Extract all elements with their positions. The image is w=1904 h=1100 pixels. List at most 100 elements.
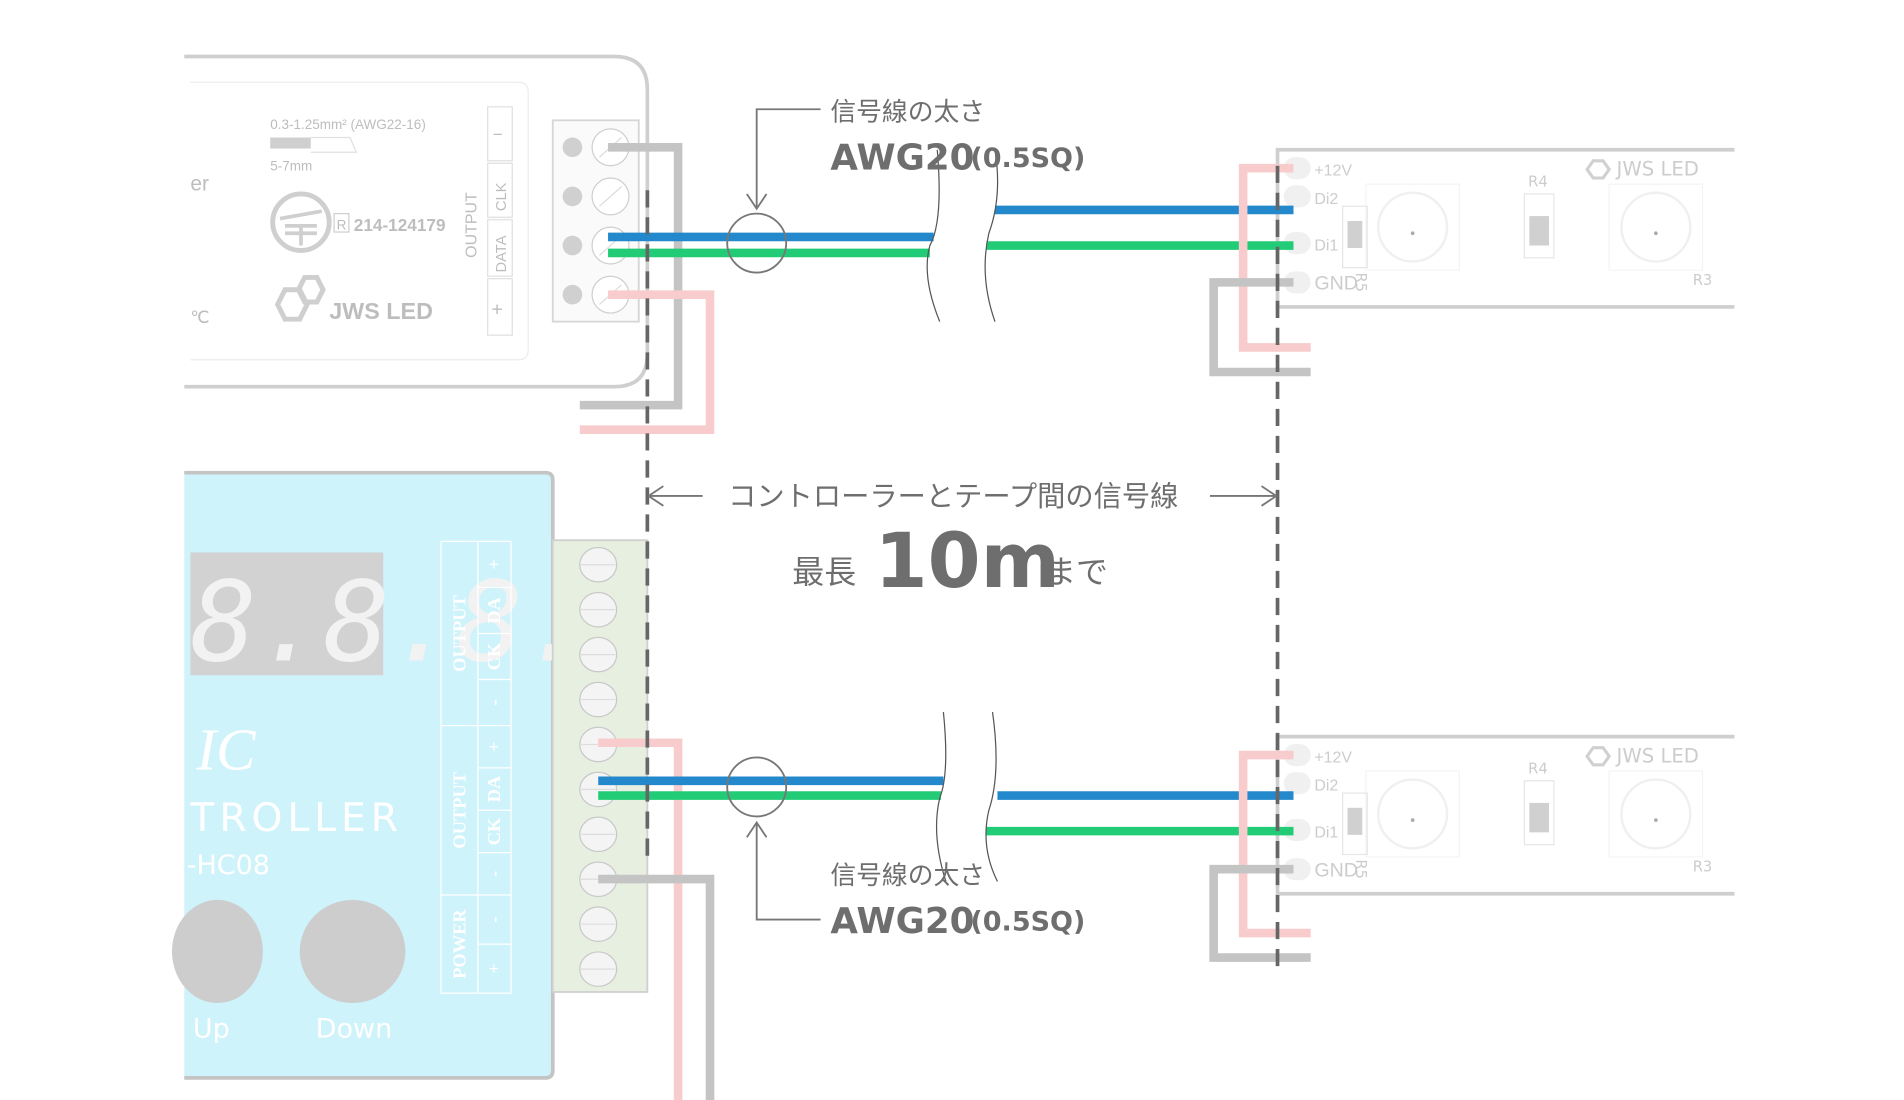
top-controller: er ℃ 0.3-1.25mm² (AWG22-16) 5-7mm R 214-… xyxy=(184,54,650,389)
ground-wire xyxy=(598,874,715,1100)
pin-label: CK xyxy=(484,642,504,670)
pad-label: Di2 xyxy=(1314,778,1338,795)
resistor-label: R4 xyxy=(1528,760,1548,777)
wire-spec: 0.3-1.25mm² (AWG22-16) xyxy=(270,117,426,132)
resistor-label: R3 xyxy=(1693,272,1713,289)
up-button-label: Up xyxy=(193,1013,230,1044)
cert-mark: R xyxy=(337,218,347,233)
cert-number: 214-124179 xyxy=(354,215,446,235)
pin-plus: + xyxy=(491,299,502,321)
group-label: OUTPUT xyxy=(450,772,470,849)
pin-label: + xyxy=(484,741,504,751)
pin-label: - xyxy=(484,699,504,705)
pad-label: GND xyxy=(1314,860,1358,882)
callout-label: 信号線の太さ xyxy=(830,861,985,891)
terminal-block xyxy=(551,539,649,993)
pad-label: Di2 xyxy=(1314,191,1338,208)
terminal-hole xyxy=(562,186,583,207)
partial-text: er xyxy=(190,172,209,195)
solder-pad xyxy=(1283,858,1311,881)
wire-highlight-circle xyxy=(726,756,788,818)
callout-value: AWG20 xyxy=(830,137,974,178)
terminal-block xyxy=(551,119,640,323)
terminal-hole xyxy=(562,235,583,256)
led-chip-icon xyxy=(1377,191,1449,263)
down-button[interactable] xyxy=(299,899,406,1004)
span-label: コントローラーとテープ間の信号線 xyxy=(728,480,1178,513)
terminal-hole xyxy=(562,284,583,305)
wire-strip-icon xyxy=(270,137,311,149)
group-label: OUTPUT xyxy=(450,595,470,672)
pad-label: +12V xyxy=(1314,163,1352,180)
pin-label: + xyxy=(484,559,504,569)
resistor-label: R5 xyxy=(1352,273,1369,293)
wire-highlight-circle xyxy=(726,212,788,274)
resistor-label: R3 xyxy=(1693,859,1713,876)
strip-length: 5-7mm xyxy=(270,159,312,174)
wires xyxy=(579,143,1311,1100)
title-partial: TROLLER xyxy=(189,796,403,841)
segment-display xyxy=(190,552,384,676)
span-guides xyxy=(645,165,1280,970)
pin-clk: CLK xyxy=(494,182,510,211)
span-suffix: まで xyxy=(1044,553,1108,591)
callout-value: AWG20 xyxy=(830,901,974,942)
group-label: POWER xyxy=(450,909,470,979)
jws-logo-icon xyxy=(274,275,326,322)
pad-label: Di1 xyxy=(1314,237,1338,254)
pin-label: DA xyxy=(484,775,504,802)
span-prefix: 最長 xyxy=(792,553,856,591)
ground-wire xyxy=(1209,278,1311,377)
resistor xyxy=(1529,216,1549,246)
segment-display-digits: 8.8.8. xyxy=(190,559,589,688)
jws-logo-icon xyxy=(1585,159,1612,180)
pin-label: - xyxy=(484,871,504,877)
brand-logo: JWS LED xyxy=(329,298,433,324)
positive-wire xyxy=(1238,163,1311,352)
callout-arrow-icon xyxy=(746,108,821,211)
pin-minus: − xyxy=(493,124,503,144)
callout-label: 信号線の太さ xyxy=(830,97,985,127)
pin-data: DATA xyxy=(494,235,510,272)
bottom-controller: 8.8.8. IC TROLLER -HC08 Up Down OUTPUT+D… xyxy=(171,470,649,1080)
output-label: OUTPUT xyxy=(464,192,481,258)
pin-label: CK xyxy=(484,817,504,845)
tape-brand: JWS LED xyxy=(1615,158,1699,181)
solder-pad xyxy=(1283,157,1311,180)
partial-text: ℃ xyxy=(190,307,209,327)
callout-value-sub: (0.5SQ) xyxy=(970,143,1085,174)
pin-label: - xyxy=(484,916,504,922)
span-value: 10m xyxy=(875,516,1060,605)
callout-arrow-icon xyxy=(746,820,821,921)
tape-brand: JWS LED xyxy=(1615,744,1699,767)
callout-bottom: 信号線の太さ AWG20 (0.5SQ) xyxy=(726,756,1085,942)
pad-label: GND xyxy=(1314,273,1358,295)
led-chip-icon xyxy=(1620,191,1692,263)
solder-pad xyxy=(1283,743,1311,767)
wire-break-mark xyxy=(926,149,999,882)
led-chip-icon xyxy=(1620,778,1692,850)
resistor xyxy=(1347,807,1363,835)
cert-mark-icon xyxy=(270,191,332,253)
pad-label: +12V xyxy=(1314,749,1352,766)
led-chip-icon xyxy=(1377,778,1449,850)
resistor xyxy=(1347,220,1363,248)
pin-labels: − CLK DATA + xyxy=(487,106,513,336)
down-button-label: Down xyxy=(316,1013,393,1044)
ground-wire xyxy=(579,143,683,410)
terminal-hole xyxy=(562,137,583,158)
callout-value-sub: (0.5SQ) xyxy=(970,907,1085,938)
pin-label: DA xyxy=(484,596,504,623)
ground-wire xyxy=(1209,864,1311,962)
solder-pad xyxy=(1283,772,1311,795)
resistor-label: R5 xyxy=(1352,859,1369,879)
pin-label: + xyxy=(484,963,504,973)
solder-pad xyxy=(1283,185,1311,208)
title-partial: IC xyxy=(196,717,257,783)
positive-wire xyxy=(579,290,715,434)
up-button[interactable] xyxy=(171,899,263,1004)
span-arrow xyxy=(646,485,1278,507)
